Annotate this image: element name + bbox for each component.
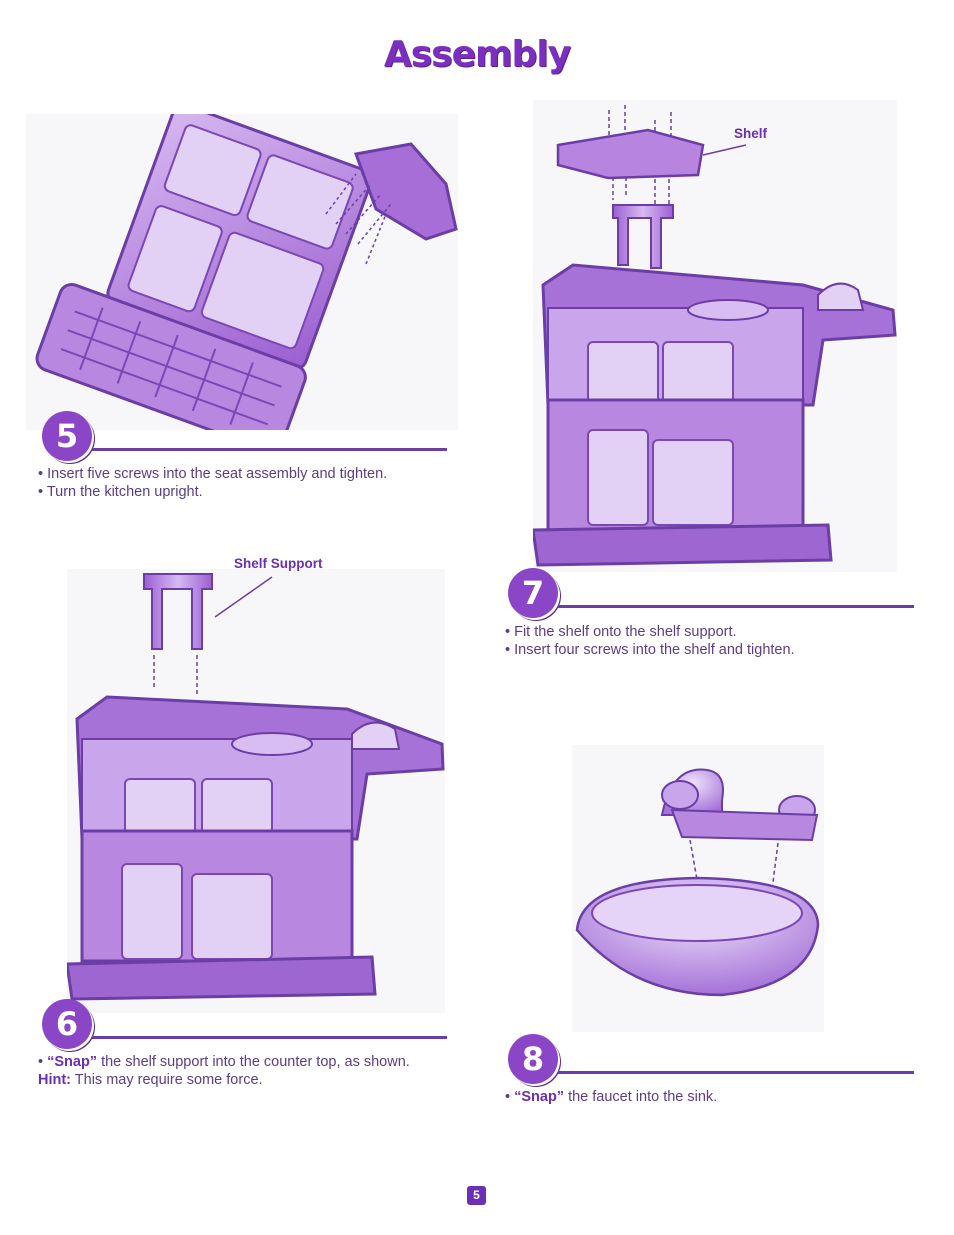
step-7-bullet-1: • Fit the shelf onto the shelf support. (505, 624, 737, 640)
step-8-illustration (572, 745, 824, 1032)
step-5-bullet-2: • Turn the kitchen upright. (38, 484, 203, 500)
step-6-illustration (67, 569, 445, 1013)
step-8-bullet-prefix: • (505, 1089, 515, 1105)
step-6-rule (92, 1036, 447, 1039)
step-5-illustration (26, 114, 458, 430)
shelf-callout: Shelf (734, 126, 768, 141)
step-7-rule (558, 605, 914, 608)
step-6-hint: Hint: This may require some force. (38, 1071, 468, 1089)
step-5-bullet-1: • Insert five screws into the seat assem… (38, 466, 388, 482)
step-8-bullet-text: the faucet into the sink. (564, 1089, 718, 1105)
step-6-bullet-prefix: • (38, 1054, 48, 1070)
step-5-instructions: • Insert five screws into the seat assem… (38, 465, 458, 501)
step-5-badge: 5 (42, 411, 92, 461)
step-8-instructions: • “Snap” the faucet into the sink. (505, 1088, 925, 1106)
step-7-illustration (533, 100, 897, 572)
step-8-badge: 8 (508, 1034, 558, 1084)
step-6-snap-label: “Snap” (47, 1054, 98, 1070)
step-6-instructions: • “Snap” the shelf support into the coun… (38, 1053, 468, 1089)
step-7-instructions: • Fit the shelf onto the shelf support. … (505, 623, 925, 659)
step-5-rule (92, 448, 447, 451)
shelf-support-callout: Shelf Support (234, 556, 323, 571)
step-6-hint-text: This may require some force. (71, 1072, 263, 1088)
step-6-badge: 6 (42, 999, 92, 1049)
page-number: 5 (467, 1186, 486, 1205)
step-8-rule (558, 1071, 914, 1074)
page-title: Assembly (383, 34, 571, 75)
step-7-badge: 7 (508, 568, 558, 618)
step-6-hint-label: Hint: (38, 1072, 72, 1088)
step-7-bullet-2: • Insert four screws into the shelf and … (505, 642, 795, 658)
step-8-bullet-1: • “Snap” the faucet into the sink. (505, 1088, 925, 1106)
step-6-bullet-1: • “Snap” the shelf support into the coun… (38, 1053, 468, 1071)
step-8-snap-label: “Snap” (514, 1089, 565, 1105)
step-6-bullet-text: the shelf support into the counter top, … (97, 1054, 410, 1070)
